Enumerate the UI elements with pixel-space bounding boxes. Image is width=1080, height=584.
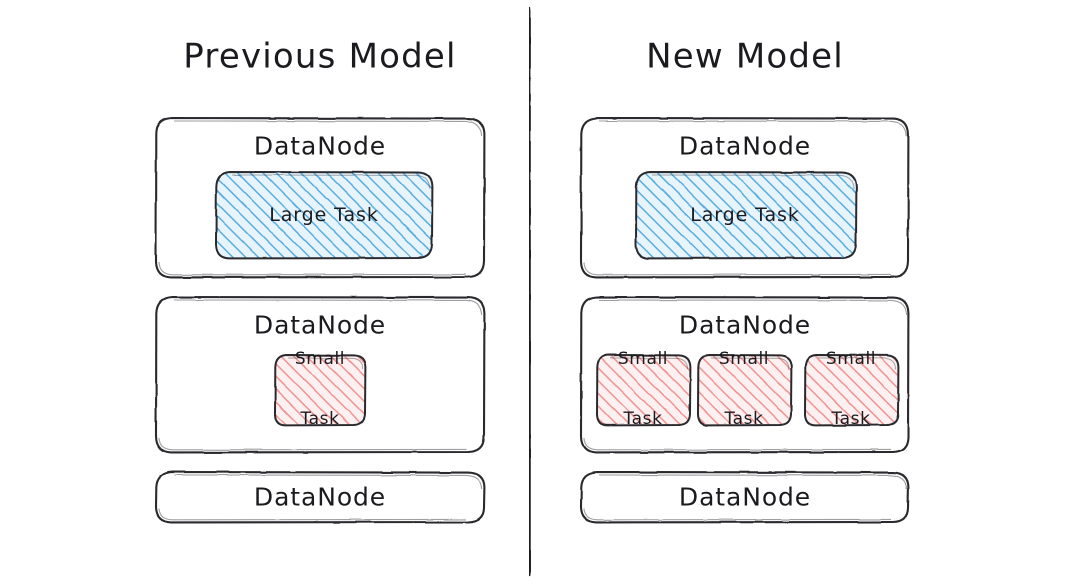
- task-small-line2: Task: [831, 408, 871, 429]
- task-large-label-right: Large Task: [690, 203, 800, 226]
- task-small-left-1[interactable]: [274, 354, 367, 427]
- task-small-label-right-1: Small Task: [618, 311, 668, 469]
- task-small-line2: Task: [724, 408, 764, 429]
- datanode-label-left-2: DataNode: [253, 310, 387, 340]
- datanode-label-left-3: DataNode: [253, 482, 387, 512]
- task-small-right-2[interactable]: [697, 354, 793, 427]
- task-small-line2: Task: [300, 408, 340, 429]
- task-small-line1: Small: [718, 349, 770, 370]
- task-small-line2: Task: [623, 408, 663, 429]
- datanode-box-right-3[interactable]: [579, 470, 910, 524]
- task-small-right-1[interactable]: [596, 354, 692, 427]
- task-small-right-3[interactable]: [804, 354, 900, 427]
- panel-title-new: New Model: [646, 36, 844, 77]
- task-large-label-left: Large Task: [269, 203, 379, 226]
- task-small-line1: Small: [825, 349, 877, 370]
- task-small-line1: Small: [617, 349, 669, 370]
- task-large-right[interactable]: [635, 171, 858, 260]
- datanode-label-right-2: DataNode: [678, 310, 812, 340]
- task-small-label-right-2: Small Task: [719, 311, 769, 469]
- vertical-divider: [528, 6, 532, 577]
- datanode-label-right-3: DataNode: [678, 482, 812, 512]
- datanode-label-left-1: DataNode: [253, 131, 387, 161]
- datanode-box-left-3[interactable]: [154, 470, 486, 524]
- datanode-label-right-1: DataNode: [678, 131, 812, 161]
- task-large-left[interactable]: [215, 171, 434, 260]
- task-small-label-right-3: Small Task: [826, 311, 876, 469]
- task-small-line1: Small: [294, 349, 346, 370]
- task-small-label-left-1: Small Task: [295, 311, 345, 469]
- panel-title-previous: Previous Model: [183, 36, 457, 77]
